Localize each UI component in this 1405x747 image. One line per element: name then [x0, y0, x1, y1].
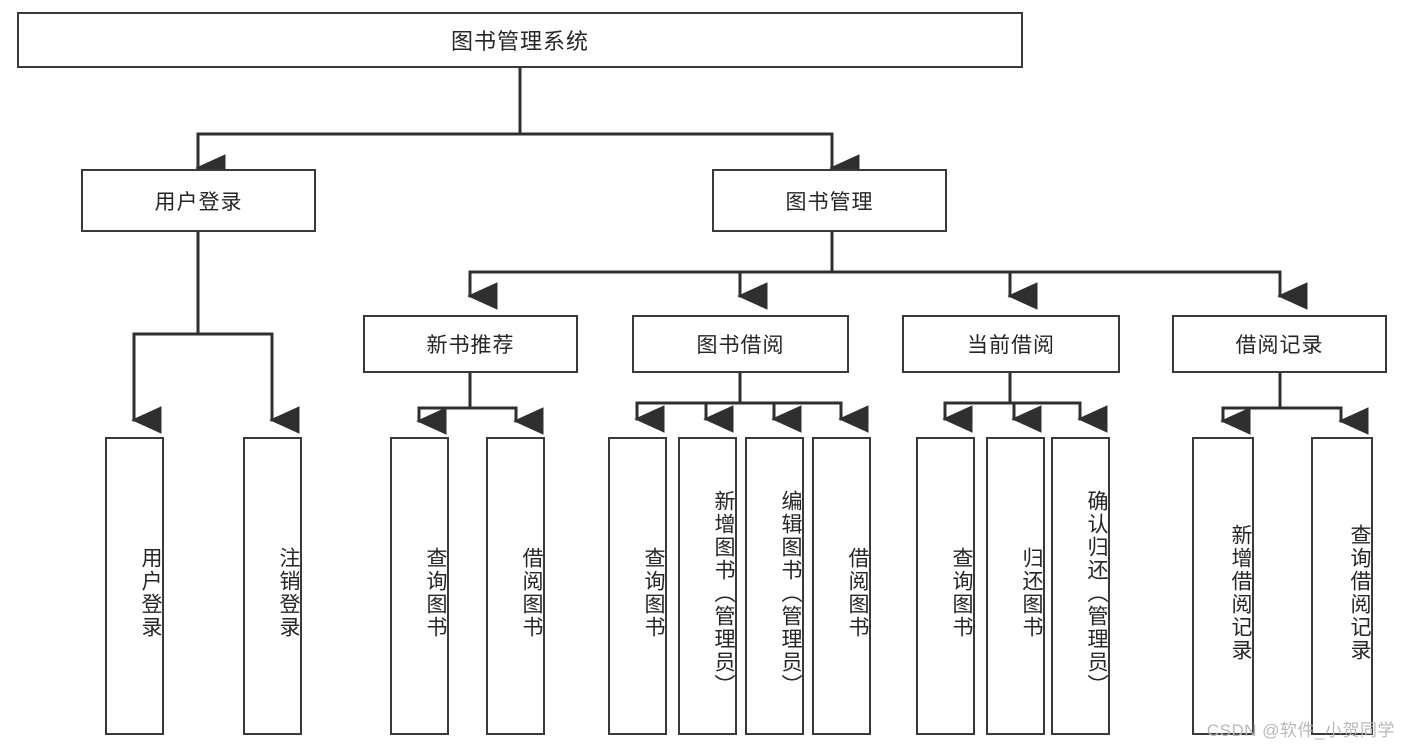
node-root-label: 图书管理系统	[450, 29, 589, 54]
node-leaf-edit-book-label: 编辑图书（管理员）	[779, 489, 802, 697]
node-current-borrow[interactable]: 当前借阅	[902, 315, 1120, 373]
node-borrow-record-label: 借阅记录	[1235, 334, 1324, 357]
node-leaf-query-book-3-label: 查询图书	[950, 547, 973, 639]
node-new-book-rec-label: 新书推荐	[426, 334, 515, 357]
node-leaf-borrow-book-2-label: 借阅图书	[846, 547, 869, 639]
node-leaf-add-book-label: 新增图书（管理员）	[712, 489, 735, 697]
node-user-login-label: 用户登录	[154, 190, 243, 214]
node-new-book-rec[interactable]: 新书推荐	[363, 315, 578, 373]
node-leaf-add-record-label: 新增借阅记录	[1229, 524, 1252, 662]
node-root[interactable]: 图书管理系统	[17, 12, 1023, 68]
node-leaf-query-record[interactable]: 查询借阅记录	[1311, 437, 1373, 735]
node-book-borrow[interactable]: 图书借阅	[632, 315, 849, 373]
node-leaf-edit-book[interactable]: 编辑图书（管理员）	[745, 437, 804, 735]
node-leaf-query-book-3[interactable]: 查询图书	[916, 437, 975, 735]
csdn-watermark: CSDN @软件_小贺同学	[1206, 721, 1395, 740]
node-leaf-query-book-1[interactable]: 查询图书	[390, 437, 449, 735]
node-leaf-return-book-label: 归还图书	[1020, 547, 1043, 639]
node-book-manage-label: 图书管理	[785, 190, 874, 214]
node-current-borrow-label: 当前借阅	[967, 334, 1055, 357]
node-leaf-query-book-1-label: 查询图书	[424, 547, 447, 639]
node-leaf-borrow-book-2[interactable]: 借阅图书	[812, 437, 871, 735]
node-leaf-query-book-2[interactable]: 查询图书	[608, 437, 667, 735]
node-leaf-borrow-book-1[interactable]: 借阅图书	[486, 437, 545, 735]
node-borrow-record[interactable]: 借阅记录	[1172, 315, 1387, 373]
node-leaf-query-book-2-label: 查询图书	[642, 547, 665, 639]
node-leaf-return-book[interactable]: 归还图书	[986, 437, 1045, 735]
node-leaf-borrow-book-1-label: 借阅图书	[520, 547, 543, 639]
node-leaf-user-login-label: 用户登录	[139, 547, 162, 639]
node-leaf-logout[interactable]: 注销登录	[243, 437, 302, 735]
node-leaf-confirm-return[interactable]: 确认归还（管理员）	[1051, 437, 1110, 735]
node-leaf-logout-label: 注销登录	[277, 547, 300, 639]
node-leaf-confirm-return-label: 确认归还（管理员）	[1085, 489, 1108, 697]
node-leaf-add-record[interactable]: 新增借阅记录	[1192, 437, 1254, 735]
node-book-manage[interactable]: 图书管理	[712, 169, 947, 232]
node-leaf-add-book[interactable]: 新增图书（管理员）	[678, 437, 737, 735]
node-user-login[interactable]: 用户登录	[81, 169, 316, 232]
node-leaf-query-record-label: 查询借阅记录	[1348, 524, 1371, 662]
node-book-borrow-label: 图书借阅	[696, 334, 785, 357]
node-leaf-user-login[interactable]: 用户登录	[105, 437, 164, 735]
